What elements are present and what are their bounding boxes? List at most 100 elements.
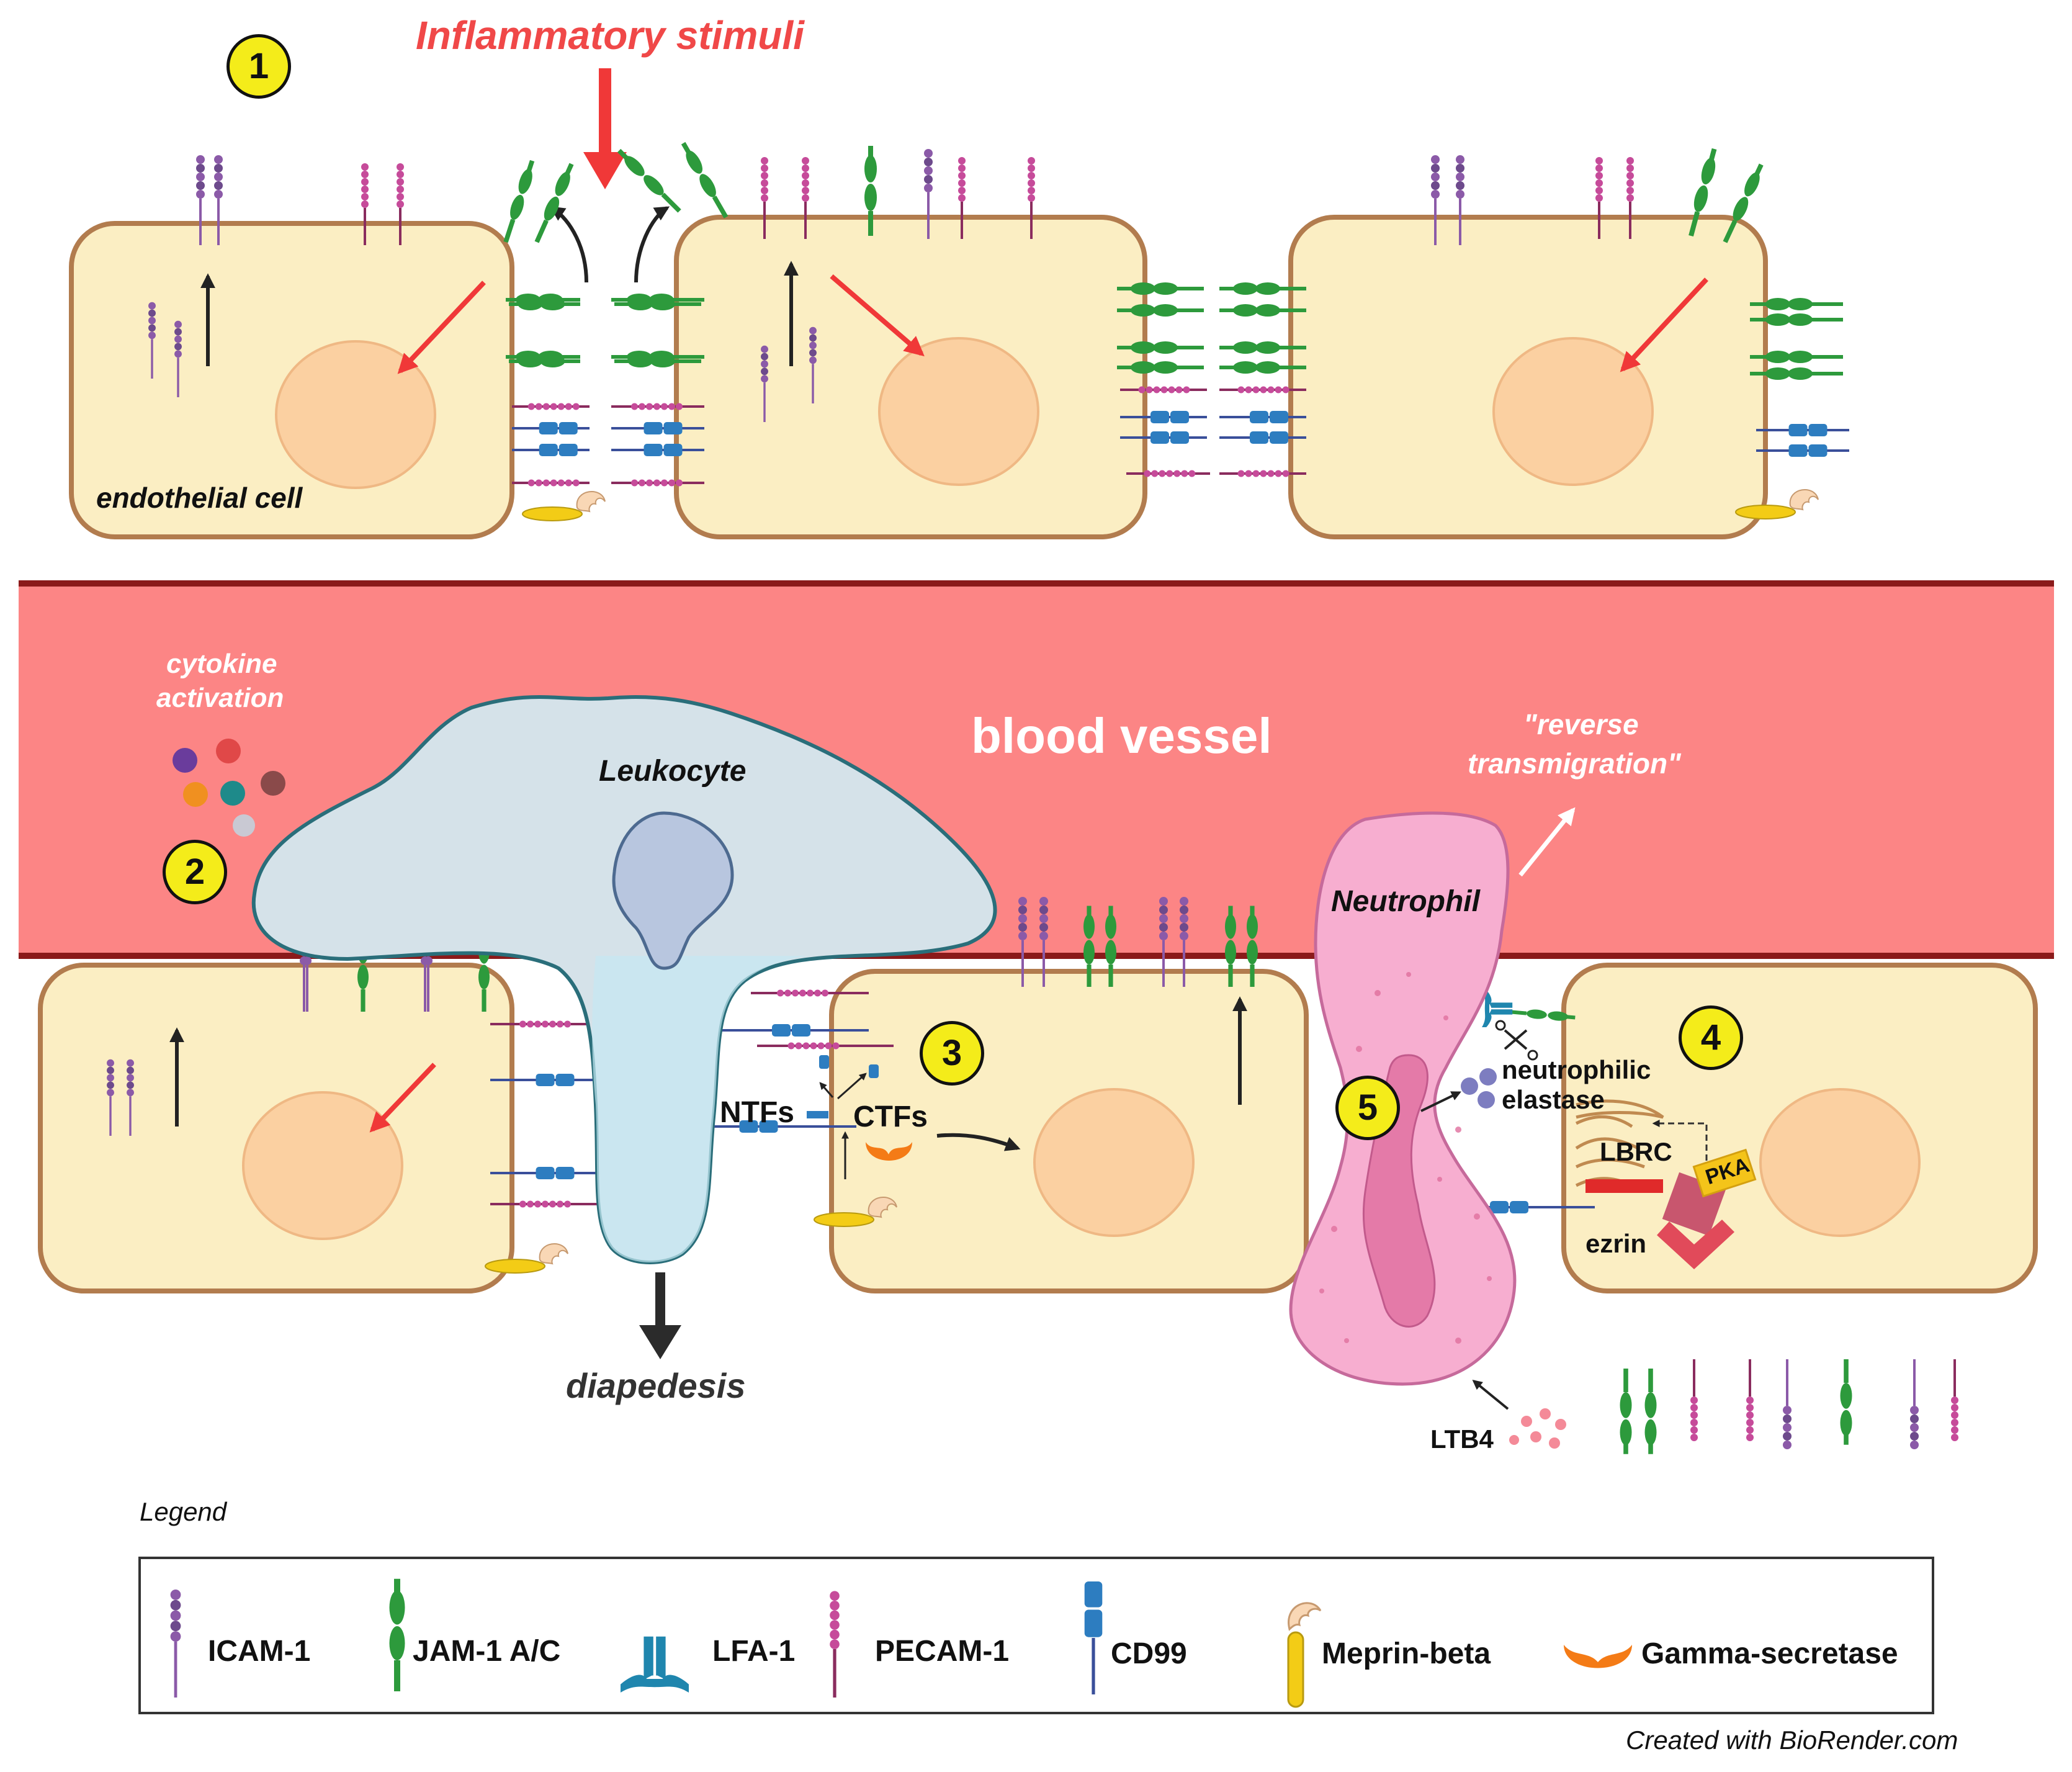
jam1-icon: [614, 298, 701, 310]
jam1-icon: [1117, 341, 1204, 354]
jam1-icon: [1247, 906, 1258, 987]
gamma-secretase-cleavage: [807, 1055, 1021, 1179]
leukocyte-label: Leukocyte: [599, 755, 747, 788]
jam1-icon: [864, 146, 877, 236]
legend-box: [138, 1557, 1934, 1714]
legend-icons: [170, 1578, 1632, 1708]
jam1-icon: [509, 355, 580, 367]
endothelial-cell-bottom-1: [38, 963, 514, 1293]
pecam1-icon: [1120, 386, 1207, 394]
icam1-icon: [924, 149, 933, 239]
pecam1-icon: [512, 479, 590, 487]
neutrophil-label: Neutrophil: [1331, 885, 1480, 918]
legend-label-lfa1: LFA-1: [712, 1635, 796, 1668]
stimulus-arrows: [369, 274, 1708, 1133]
lfa1-icon: [621, 1636, 689, 1693]
ctfs-label: CTFs: [853, 1100, 928, 1133]
icam1-icon: [761, 345, 768, 422]
ltb4-label: LTB4: [1430, 1424, 1494, 1454]
jam1-icon: [1117, 282, 1204, 295]
jam1-icon: [1219, 304, 1306, 317]
pecam1-icon: [830, 1591, 840, 1698]
lbrc-label: LBRC: [1600, 1137, 1672, 1166]
endothelial-cell-top-2: [674, 215, 1147, 539]
legend-title: Legend: [140, 1497, 227, 1526]
icam1-icon: [127, 1059, 134, 1136]
endothelial-cell-label: endothelial cell: [96, 482, 303, 514]
upregulation-arrows: [169, 206, 1247, 1127]
pecam1-icon: [1746, 1359, 1754, 1441]
jam1-icon: [389, 1578, 405, 1691]
pecam1-icon: [1028, 157, 1035, 239]
icam1-icon: [170, 1590, 181, 1698]
diapedesis-arrow: [639, 1272, 681, 1359]
legend-label-jam1: JAM-1 A/C: [413, 1635, 561, 1668]
jam1-icon: [1620, 1369, 1632, 1454]
step-badge-1: 1: [226, 34, 291, 99]
cd99-icon: [1756, 444, 1849, 457]
jam1-icon: [1083, 906, 1095, 987]
pecam1-icon: [1626, 157, 1634, 239]
step-badge-4: 4: [1679, 1005, 1743, 1070]
jam1-icon: [614, 355, 701, 367]
step-badge-2: 2: [163, 840, 227, 904]
icam1-icon: [1039, 897, 1048, 987]
jam1-icon: [1219, 361, 1306, 374]
icam1-icon: [214, 155, 223, 245]
meprin-beta-icon: [1735, 489, 1819, 519]
icam1-icon: [1431, 155, 1440, 245]
icam1-icon: [196, 155, 205, 245]
step-badge-5: 5: [1335, 1076, 1400, 1140]
cytokine-activation-label-1: cytokine: [166, 649, 277, 679]
cd99-icon: [512, 444, 590, 456]
icam1-icon: [1910, 1359, 1919, 1449]
pecam1-icon: [802, 157, 809, 239]
pecam1-icon: [1219, 470, 1306, 477]
legend-label-pecam1: PECAM-1: [875, 1635, 1010, 1668]
meprin-beta-icon: [522, 491, 606, 521]
cd99-icon: [1219, 411, 1306, 423]
lfa1-icon: [1481, 989, 1513, 1028]
cd99-icon: [1756, 424, 1849, 436]
icam1-icon: [174, 320, 182, 397]
jam1-icon: [1507, 1009, 1576, 1021]
pecam1-icon: [1595, 157, 1603, 239]
jam1-icon: [1840, 1359, 1852, 1445]
jam1-icon: [1117, 361, 1204, 374]
pecam1-icon: [751, 989, 869, 997]
pecam1-icon: [512, 403, 590, 410]
membrane-proteins: [107, 142, 1958, 1454]
cd99-icon: [611, 444, 704, 456]
endothelial-cell-top-1: [69, 221, 514, 539]
cd99-icon: [512, 422, 590, 434]
jam1-icon: [681, 142, 729, 218]
meprin-beta-icon: [485, 1243, 568, 1274]
pecam1-icon: [397, 163, 404, 245]
jam1-icon: [1105, 906, 1116, 987]
legend-label-meprin-beta: Meprin-beta: [1322, 1637, 1491, 1670]
meprin-beta-icon: [1287, 1602, 1322, 1708]
inflammatory-stimuli-arrow: [583, 68, 627, 189]
jam1-icon: [1750, 367, 1843, 380]
jam1-icon: [617, 148, 681, 213]
neutrophilic-elastase-label-2: elastase: [1502, 1085, 1605, 1114]
pecam1-icon: [757, 1042, 894, 1050]
pecam1-icon: [1219, 386, 1306, 394]
ezrin-label: ezrin: [1585, 1229, 1647, 1258]
jam1-icon: [1750, 298, 1843, 310]
reverse-transmigration-arrow: [1518, 807, 1576, 877]
icam1-icon: [1018, 897, 1027, 987]
reverse-transmigration-label-2: transmigration": [1468, 747, 1681, 780]
neutrophil-cell: [1289, 811, 1517, 1386]
cd99-icon: [611, 422, 704, 434]
pecam1-icon: [761, 157, 768, 239]
leukocyte-cell: [251, 695, 997, 1264]
jam1-icon: [1750, 351, 1843, 363]
pecam1-icon: [958, 157, 966, 239]
jam1-icon: [509, 298, 580, 310]
cd99-icon: [1084, 1581, 1103, 1694]
icam1-icon: [1159, 897, 1168, 987]
cytokine-activation-label-2: activation: [156, 683, 284, 713]
cd99-icon: [1120, 411, 1207, 423]
icam1-icon: [1783, 1359, 1792, 1449]
